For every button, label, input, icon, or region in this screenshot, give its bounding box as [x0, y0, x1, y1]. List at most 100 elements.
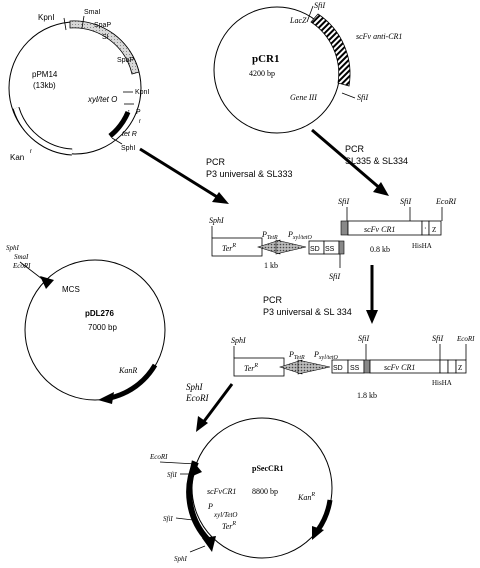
psecr1-label-sphi: SphI [174, 555, 188, 563]
fused-hisha: HisHA [432, 379, 452, 387]
scfv-frag-sfi1: SfiI [338, 197, 349, 206]
fused-tetr-box [233, 357, 285, 377]
arrow-head-a [212, 192, 229, 204]
tet-region [108, 110, 131, 138]
psecr1-label-ecori: EcoRI [149, 453, 168, 461]
psecr1-kan-arc [315, 499, 333, 532]
scfv-frag-cap [340, 220, 349, 236]
step-a-line1: PCR [206, 157, 226, 167]
scfv-stripe-region [310, 13, 351, 87]
psecr1-label-sfi1: SfiI [167, 471, 177, 479]
promoter-arrow-right [275, 239, 307, 255]
fragment-tetr: SphI PTetR Pxyl/tetO TerR SD SS SfiI 1 k… [209, 216, 345, 281]
tetr-frag-sphi: SphI [209, 216, 224, 225]
pdl276-name: pDL276 [85, 309, 114, 318]
fused-z: Z [458, 364, 462, 372]
ppm14-label-r2: r [30, 149, 32, 155]
fused-sfi1: SfiI [358, 334, 369, 343]
plasmid-psecr1: EcoRI SfiI scFvCR1 pSecCR1 8800 bp P xyl… [149, 417, 333, 563]
arrow-head-b [373, 182, 389, 196]
fused-promoter-right [297, 359, 331, 375]
pdl276-label-ecori: EcoRI [12, 262, 31, 270]
step-b-line1: PCR [345, 144, 365, 154]
step-d-line1: SphI [186, 382, 204, 392]
tetr-frag-pxyl: Pxyl/tetO [287, 230, 313, 241]
step-c-line2: P3 universal & SL 334 [263, 307, 352, 317]
pdl276-kan-arrow [98, 392, 114, 404]
tetr-frag-sd: SD [310, 246, 320, 253]
pcr1-label-gene3: Gene III [290, 93, 317, 102]
fused-sphi: SphI [231, 336, 246, 345]
pdl276-circle [24, 259, 166, 401]
psecr1-label-kan: KanR [297, 492, 315, 502]
fused-scfv-label: scFv CR1 [384, 363, 415, 372]
fragment-fused: SphI PTetR Pxyl/tetO SfiI SfiI EcoRI Ter… [231, 334, 475, 400]
psecr1-kan-arrow [312, 526, 324, 540]
tetr-frag-sfi: SfiI [329, 272, 340, 281]
pdl276-mcs-mark [40, 276, 54, 289]
psecr1-label-xyl: xyl/TetO [213, 511, 237, 519]
ppm14-label-sphi: SphI [121, 145, 135, 152]
fused-size: 1.8 kb [357, 391, 377, 400]
psecr1-name: pSecCR1 [252, 464, 284, 473]
ppm14-label-spap1: SpaP [94, 22, 111, 29]
step-c-line1: PCR [263, 295, 283, 305]
fused-pxyl: Pxyl/tetO [313, 350, 339, 361]
ppm14-label-spap2: SpaP [117, 57, 134, 64]
plasmid-pcr1: SfiI LacZ scFv anti-CR1 pCR1 4200 bp Gen… [213, 1, 402, 134]
plasmid-ppm14: KpnI SmaI SpaP SI SpaP KpnI pPM14 (13kb)… [8, 9, 149, 162]
tag-box [338, 240, 345, 255]
step-d-line2: EcoRI [185, 393, 209, 403]
psecr1-label-ter: TerR [222, 521, 236, 531]
tetr-frag-ss: SS [325, 246, 335, 253]
psecr1-size: 8800 bp [252, 487, 278, 496]
psecr1-insert-arrow-top [188, 460, 202, 478]
tetr-frag-size: 1 kb [264, 261, 278, 270]
fused-sfi2: SfiI [432, 334, 443, 343]
ppm14-label-p: P [136, 109, 141, 116]
ppm14-label-kpni2: KpnI [135, 89, 149, 96]
pcr1-label-lacz: LacZ [289, 16, 307, 25]
psecr1-label-scfv: scFvCR1 [207, 487, 236, 496]
step-a-line2: P3 universal & SL333 [206, 169, 293, 179]
ppm14-label-t: T [122, 119, 127, 126]
pdl276-label-kanr: KanR [118, 366, 137, 375]
plasmid-pdl276: SphI SmaI EcoRI MCS pDL276 7000 bp KanR [6, 244, 166, 404]
pdl276-size: 7000 bp [88, 323, 117, 332]
pcr1-name: pCR1 [252, 53, 280, 65]
tetr-box [211, 237, 263, 257]
kan-region-inner [13, 107, 73, 155]
fused-ss-label: SS [350, 365, 360, 372]
step-b-line2: SL335 & SL334 [345, 156, 408, 166]
pcr1-label-sfi1: SfiI [314, 1, 325, 10]
scfv-frag-size: 0.8 kb [370, 245, 390, 254]
scfv-frag-dot: · [424, 224, 427, 233]
arrow-head-d [196, 416, 208, 432]
scfv-frag-z: Z [432, 226, 436, 234]
tetr-frag-ptetr: PTetR [261, 230, 278, 241]
pdl276-label-sphi: SphI [6, 244, 20, 252]
scfv-frag-sfi2: SfiI [400, 197, 411, 206]
arrows [139, 128, 389, 432]
ppm14-size: (13kb) [33, 81, 56, 90]
pcr1-label-scfv: scFv anti-CR1 [356, 32, 402, 41]
ppm14-arrow: ↑ [127, 109, 131, 116]
ppm14-label-si: SI [102, 34, 109, 41]
ppm14-label-kan: Kan [10, 153, 24, 162]
pdl276-label-mcs: MCS [62, 285, 80, 294]
ppm14-label-xyltet: xyl/tet O [87, 95, 117, 104]
pcr1-size: 4200 bp [249, 69, 275, 78]
pcr1-label-sfi2: SfiI [357, 93, 368, 102]
ppm14-label-tetr: tet R [122, 131, 137, 138]
scfv-frag-ecori: EcoRI [435, 197, 456, 206]
fused-sd-label: SD [333, 365, 343, 372]
scfv-frag-label: scFv CR1 [364, 225, 395, 234]
spap-region [69, 20, 140, 75]
scfv-frag-hisha: HisHA [412, 242, 432, 250]
ppm14-label-r1: r [139, 119, 141, 125]
ppm14-name: pPM14 [32, 70, 58, 79]
ppm14-label-smai: SmaI [84, 9, 100, 16]
fragment-scfv: SfiI SfiI EcoRI scFv CR1 · Z HisHA 0.8 k… [338, 197, 456, 254]
psecr1-label-p: P [207, 502, 213, 511]
